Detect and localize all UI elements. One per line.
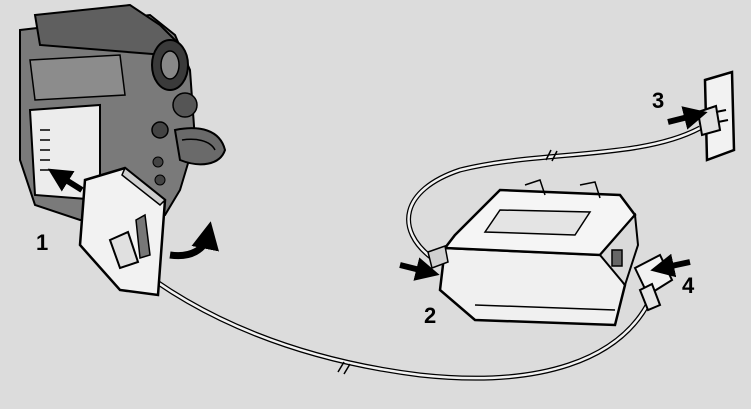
ac-adapter-charger-icon bbox=[427, 179, 640, 327]
dc-adapter-icon bbox=[78, 166, 167, 297]
wall-outlet-icon bbox=[696, 70, 736, 162]
step-label-3: 3 bbox=[652, 88, 665, 113]
dc-plug-icon bbox=[633, 253, 674, 312]
connect-arrow-4 bbox=[650, 253, 691, 278]
insert-arrow bbox=[47, 168, 84, 193]
step-label-2: 2 bbox=[424, 303, 437, 328]
step-label-1: 1 bbox=[36, 230, 49, 255]
rotate-arrow bbox=[169, 221, 219, 260]
connect-arrow-3 bbox=[667, 106, 708, 130]
step-label-4: 4 bbox=[682, 273, 695, 298]
connect-arrow-2 bbox=[399, 257, 440, 281]
